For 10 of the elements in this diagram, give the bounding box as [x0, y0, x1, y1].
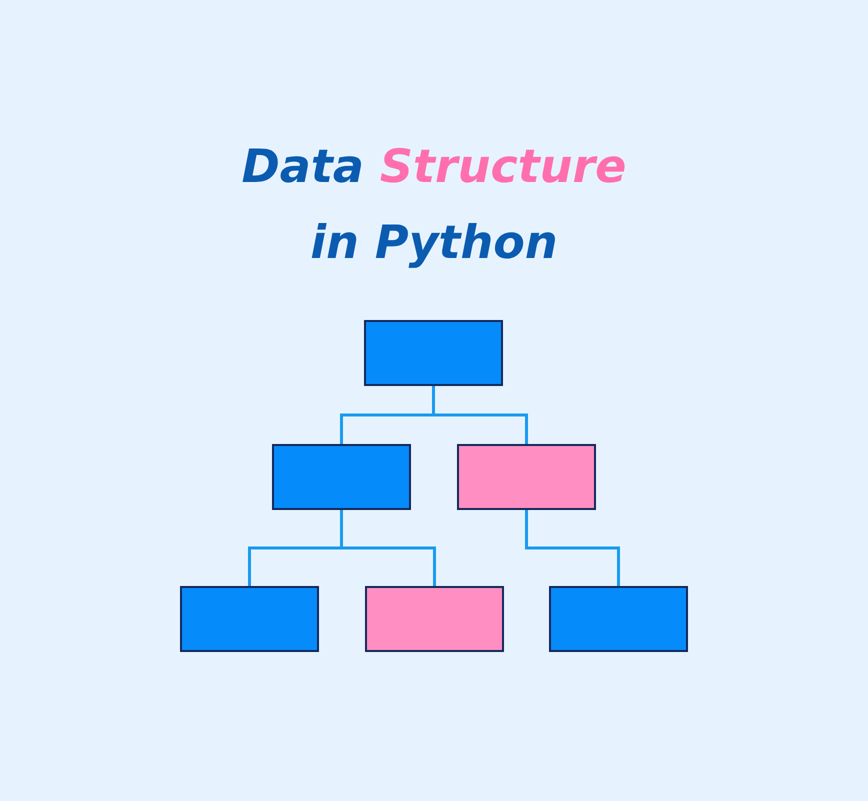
connector-line [525, 510, 620, 586]
tree-node-box [364, 320, 503, 386]
tree-node-box [272, 444, 411, 510]
title: Data Structure in Python [240, 138, 628, 271]
connector-line [340, 510, 436, 586]
tree-node-box [365, 586, 504, 652]
connector-line [432, 386, 528, 444]
tree-node-box [457, 444, 596, 510]
tree-node-box [549, 586, 688, 652]
tree-node-box [180, 586, 319, 652]
